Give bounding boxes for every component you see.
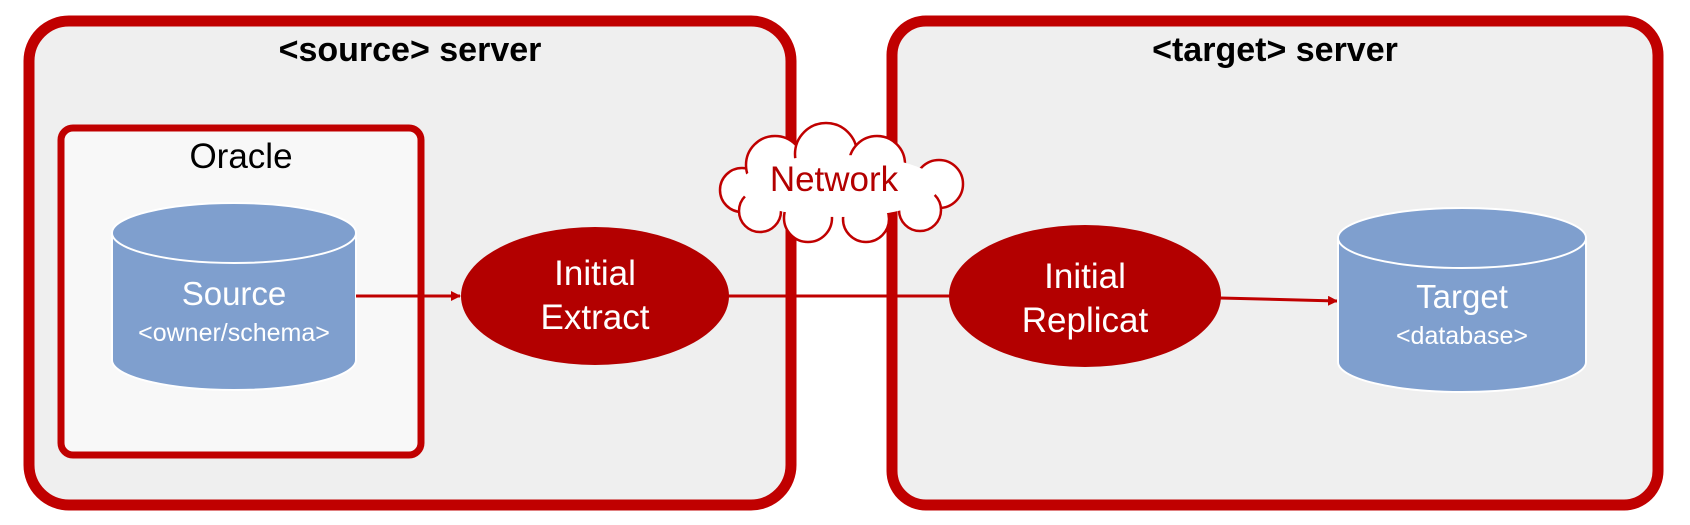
target-database-top — [1337, 207, 1587, 269]
network-cloud: Network — [718, 121, 965, 244]
initial-replicat-line1: Initial — [1044, 257, 1126, 296]
replicat-to-target-arrow — [1219, 295, 1338, 306]
initial-replicat-shape — [949, 225, 1221, 367]
initial-extract-line2: Extract — [541, 298, 650, 337]
initial-extract-process: Initial Extract — [461, 227, 729, 365]
target-database-detail: <database> — [1396, 322, 1528, 350]
source-database: Source <owner/schema> — [111, 202, 357, 391]
cloud-icon — [718, 121, 965, 244]
source-server-title: <source> server — [279, 31, 542, 69]
source-database-body — [111, 232, 357, 391]
source-database-top — [111, 202, 357, 264]
target-database: Target <database> — [1337, 207, 1587, 393]
network-label: Network — [770, 160, 899, 199]
target-database-body — [1337, 237, 1587, 393]
oracle-title: Oracle — [189, 137, 292, 176]
initial-replicat-process: Initial Replicat — [949, 225, 1221, 367]
target-server-title: <target> server — [1152, 31, 1398, 69]
source-database-detail: <owner/schema> — [138, 319, 330, 347]
initial-extract-shape — [461, 227, 729, 365]
initial-replicat-line2: Replicat — [1022, 301, 1149, 340]
target-database-name: Target — [1416, 278, 1508, 315]
source-database-name: Source — [182, 275, 287, 312]
initial-extract-line1: Initial — [554, 254, 636, 293]
